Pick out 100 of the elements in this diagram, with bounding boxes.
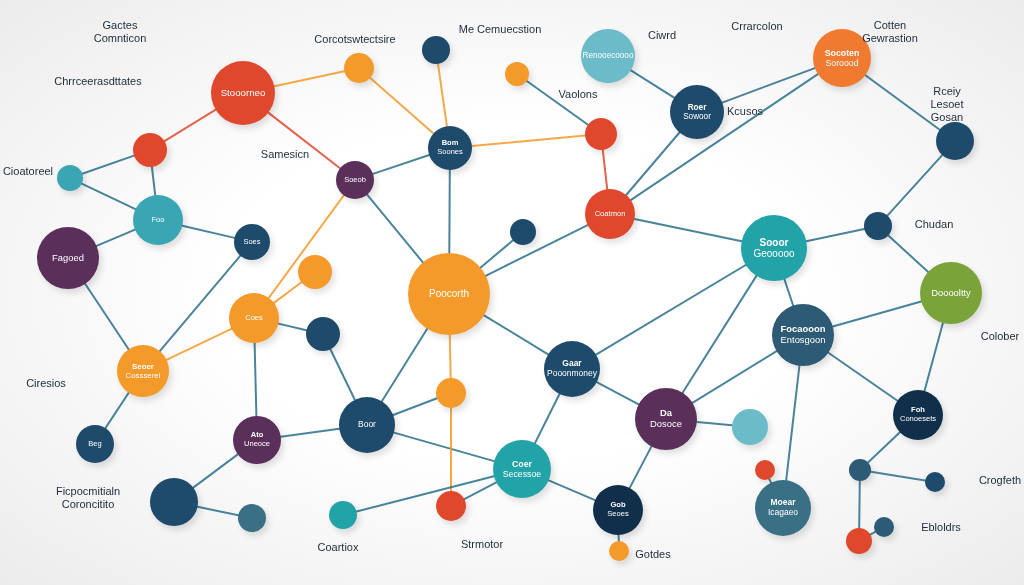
circle-node bbox=[339, 397, 395, 453]
connector-line bbox=[867, 431, 901, 464]
node-text: Sowoor bbox=[683, 112, 711, 122]
circle-node bbox=[76, 425, 114, 463]
node-text: Socoten bbox=[824, 47, 860, 58]
connector-line bbox=[196, 505, 240, 517]
connector-line bbox=[484, 224, 589, 277]
circle-node bbox=[238, 504, 266, 532]
connector-line bbox=[163, 108, 217, 143]
network-label: Ficpocmitialn Coroncitito bbox=[54, 484, 122, 512]
circle-node bbox=[505, 62, 529, 86]
network-label: Samesicn bbox=[259, 148, 311, 162]
node-text: Fagoed bbox=[52, 252, 84, 264]
connector-line bbox=[629, 69, 676, 99]
circle-node bbox=[336, 161, 374, 199]
network-label: Crogfeth bbox=[977, 474, 1023, 488]
node-text: Secessoe bbox=[502, 469, 542, 480]
connector-line bbox=[858, 480, 861, 529]
circle-node bbox=[306, 317, 340, 351]
node-text: Focaooon bbox=[780, 324, 826, 335]
connector-line bbox=[267, 194, 345, 299]
node-text: Gaar bbox=[562, 359, 582, 369]
connector-line bbox=[681, 274, 758, 394]
connector-line bbox=[84, 282, 130, 351]
network-label: Coartiox bbox=[316, 541, 360, 555]
circle-node bbox=[893, 390, 943, 440]
connector-line bbox=[392, 431, 496, 463]
circle-node bbox=[920, 262, 982, 324]
circle-node bbox=[874, 517, 894, 537]
connector-line bbox=[448, 334, 452, 379]
node-text: Stooorneo bbox=[220, 87, 266, 99]
connector-line bbox=[827, 351, 899, 402]
network-label: Cioatoreel bbox=[1, 165, 55, 179]
connector-line bbox=[695, 420, 734, 427]
node-text: Moear bbox=[770, 498, 796, 508]
connector-line bbox=[380, 327, 429, 403]
connector-line bbox=[277, 322, 308, 332]
circle-node bbox=[925, 472, 945, 492]
circle-node bbox=[755, 460, 775, 480]
node-text: Icagaeo bbox=[767, 508, 799, 518]
circle-node bbox=[57, 165, 83, 191]
node-text: Geooooo bbox=[753, 248, 795, 260]
circle-node bbox=[755, 480, 811, 536]
circle-node bbox=[864, 212, 892, 240]
circle-node bbox=[593, 485, 643, 535]
network-label: Kcusos bbox=[725, 105, 765, 119]
network-label: Chrrceerasdttates bbox=[53, 75, 143, 89]
circle-node bbox=[211, 61, 275, 125]
connector-line bbox=[595, 264, 747, 356]
connector-line bbox=[617, 534, 620, 542]
connector-line bbox=[329, 348, 356, 401]
network-label: Corcotswtectsire bbox=[313, 33, 397, 47]
connector-line bbox=[768, 478, 772, 484]
connector-line bbox=[463, 481, 498, 501]
circle-node bbox=[493, 440, 551, 498]
connector-line bbox=[721, 67, 816, 104]
node-text: Poocorth bbox=[429, 288, 469, 300]
connector-line bbox=[448, 169, 451, 254]
circle-node bbox=[422, 36, 450, 64]
connector-line bbox=[253, 342, 258, 417]
circle-node bbox=[670, 85, 724, 139]
connector-line bbox=[805, 227, 866, 243]
connector-line bbox=[366, 193, 424, 264]
network-label: Rceiy Lesoet Gosan bbox=[929, 85, 965, 125]
connector-line bbox=[525, 80, 589, 126]
connector-line bbox=[625, 131, 681, 196]
connector-line bbox=[369, 76, 435, 135]
connector-line bbox=[785, 364, 801, 482]
node-text: Dosoce bbox=[650, 419, 682, 430]
circle-node bbox=[428, 126, 472, 170]
connector-line bbox=[831, 300, 923, 328]
circle-node bbox=[436, 491, 466, 521]
connector-line bbox=[355, 475, 495, 513]
node-text: Roer bbox=[687, 102, 707, 112]
connector-line bbox=[192, 453, 239, 489]
circle-node bbox=[37, 227, 99, 289]
node-text: Da bbox=[660, 408, 672, 419]
connector-line bbox=[392, 397, 438, 416]
connector-line bbox=[595, 381, 640, 406]
node-text: Boor bbox=[358, 420, 376, 430]
connector-line bbox=[479, 239, 514, 269]
connector-line bbox=[273, 70, 346, 88]
node-text: Sooor bbox=[759, 236, 789, 248]
circle-node bbox=[298, 255, 332, 289]
circle-node bbox=[344, 53, 374, 83]
network-label: Vaolons bbox=[557, 88, 599, 102]
network-label: Colober bbox=[979, 330, 1021, 344]
connector-line bbox=[267, 111, 341, 170]
connector-line bbox=[450, 407, 452, 492]
network-label: Gotdes bbox=[634, 548, 672, 562]
connector-line bbox=[601, 148, 609, 191]
connector-line bbox=[104, 391, 130, 430]
connector-line bbox=[81, 154, 135, 175]
connector-line bbox=[547, 479, 596, 502]
node-text: Pooonmoney bbox=[547, 369, 597, 379]
circle-node bbox=[581, 29, 635, 83]
connector-line bbox=[534, 393, 561, 445]
connector-line bbox=[165, 327, 233, 361]
circle-node bbox=[408, 253, 490, 335]
connector-line bbox=[864, 74, 941, 131]
